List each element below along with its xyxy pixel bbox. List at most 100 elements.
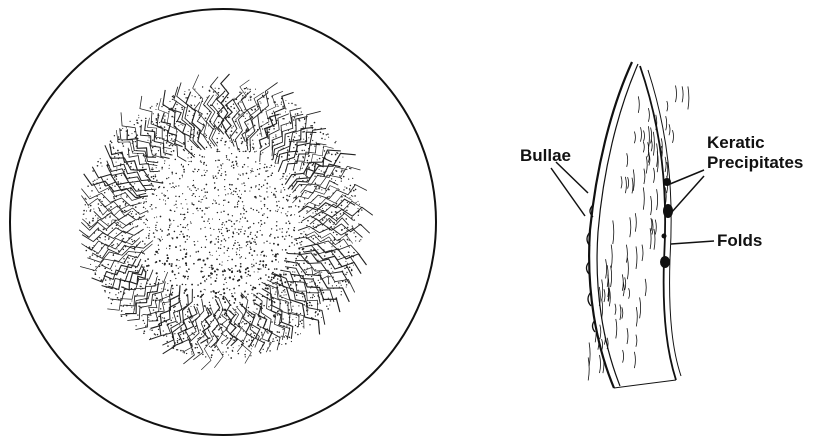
stipple-dot [226,288,227,289]
stipple-dot [341,285,342,286]
stipple-dot [260,352,262,354]
stipple-dot [272,172,274,174]
stipple-dot [274,166,275,167]
stipple-dot [279,207,280,208]
stipple-dot [309,282,310,283]
stipple-dot [152,129,154,131]
stipple-dot [152,167,153,168]
stipple-dot [289,195,291,197]
stipple-dot [182,176,183,177]
stipple-dot [187,316,188,317]
lamella-stroke [611,266,612,287]
stipple-dot [269,243,270,244]
stipple-dot [285,249,287,251]
stipple-dot [240,198,241,199]
stipple-dot [191,353,192,354]
stipple-dot [289,121,290,122]
stipple-dot [335,180,336,181]
stipple-dot [174,205,175,206]
stipple-dot [148,319,149,320]
stipple-dot [200,296,202,298]
stipple-dot [231,130,233,132]
stipple-dot [228,354,229,355]
stipple-dot [182,125,183,126]
stipple-dot [96,270,97,271]
stipple-dot [121,175,122,176]
stipple-dot [161,193,162,194]
stipple-dot [234,292,235,293]
stipple-dot [140,218,142,220]
stipple-dot [274,294,275,295]
stipple-dot [123,249,125,251]
stipple-dot [323,300,324,301]
stipple-dot [273,338,274,339]
stria-line [287,132,316,161]
stipple-dot [216,251,217,252]
stipple-dot [255,176,256,177]
stipple-dot [251,288,253,290]
stipple-dot [183,338,185,340]
stipple-dot [295,144,297,146]
stipple-dot [334,226,335,227]
stipple-dot [200,160,201,161]
stipple-dot [175,186,176,187]
stipple-dot [151,208,152,209]
stipple-dot [285,343,287,345]
stipple-dot [231,153,232,154]
stipple-dot [269,343,270,344]
stipple-dot [134,240,136,242]
stipple-dot [192,95,193,96]
lamella-stroke [615,304,616,315]
stipple-dot [105,217,106,218]
stipple-dot [176,104,177,105]
stipple-dot [322,208,323,209]
stipple-dot [176,285,178,287]
stipple-dot [311,305,312,306]
stipple-dot [155,176,157,178]
stipple-dot [282,176,284,178]
stipple-dot [233,223,235,225]
stipple-dot [243,182,244,183]
stipple-dot [341,180,342,181]
stipple-dot [237,202,238,203]
stipple-dot [307,220,309,222]
lamella-stroke [641,127,642,142]
stipple-dot [351,195,352,196]
stipple-dot [86,210,87,211]
stipple-dot [180,249,182,251]
stipple-dot [294,214,295,215]
stipple-dot [239,190,240,191]
stipple-dot [169,101,170,102]
stipple-dot [356,202,357,203]
stipple-dot [205,246,206,247]
stipple-dot [164,303,165,304]
stipple-dot [313,223,314,224]
stipple-dot [222,222,223,223]
stipple-dot [122,235,123,236]
stipple-dot [125,204,127,206]
stipple-dot [193,180,194,181]
stipple-dot [100,162,102,164]
stipple-dot [236,164,237,165]
stipple-dot [155,109,156,110]
stipple-dot [221,173,222,174]
stipple-dot [95,266,96,267]
stipple-dot [142,266,144,268]
stipple-dot [233,302,235,304]
stipple-dot [315,182,317,184]
stipple-dot [153,232,155,234]
stipple-dot [216,178,217,179]
stipple-dot [187,278,188,279]
stipple-dot [165,203,166,204]
stipple-dot [103,197,104,198]
lamella-stroke [627,153,628,167]
stipple-dot [175,246,177,248]
stipple-dot [164,119,165,120]
stipple-dot [172,292,173,293]
stipple-dot [240,276,242,278]
stipple-dot [225,189,226,190]
stipple-dot [248,307,249,308]
stipple-dot [274,268,276,270]
stipple-dot [340,246,341,247]
stipple-dot [234,276,235,277]
